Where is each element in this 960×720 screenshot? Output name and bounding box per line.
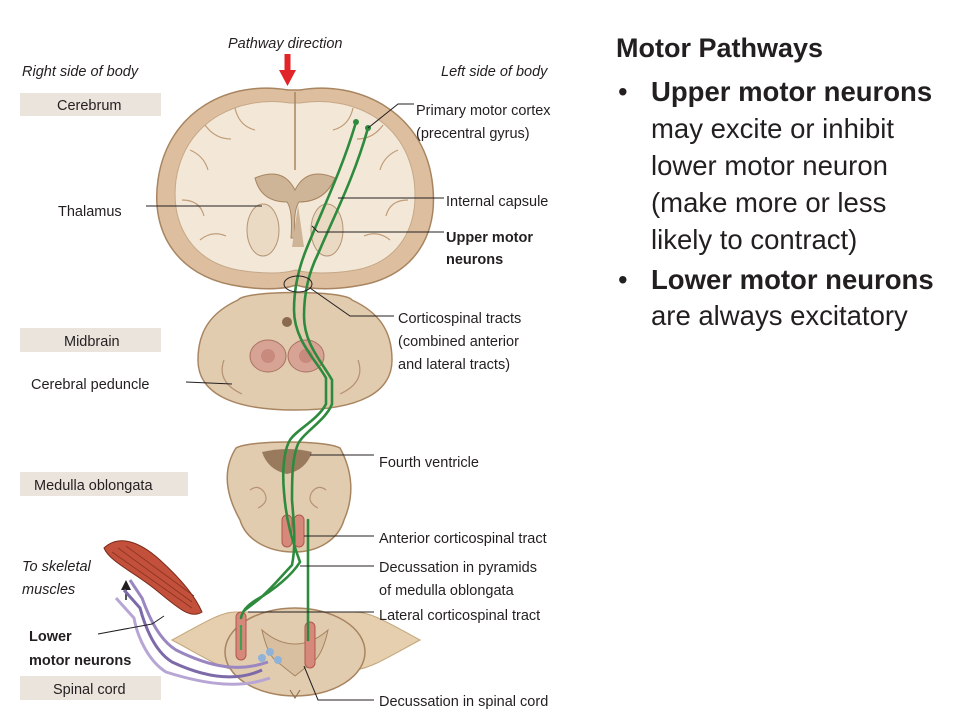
leader-lines [97,103,444,701]
bullet-list: • Upper motor neurons may excite or inhi… [614,74,954,335]
skeletal-muscle [103,540,203,615]
region-box-medulla: Medulla oblongata [20,472,188,496]
corticospinal-tracts-label-3: and lateral tracts) [398,357,510,373]
corticospinal-tracts-label-2: (combined anterior [398,334,519,350]
right-side-label: Right side of body [22,64,139,80]
pathway-direction-arrow [279,54,296,86]
decussation-spinal-cord-label: Decussation in spinal cord [379,694,548,710]
anterior-corticospinal-tract-label: Anterior corticospinal tract [379,531,547,547]
spinal-cord-section [170,607,422,699]
internal-capsule-label: Internal capsule [446,194,548,210]
decussation-pyramids-label-1: Decussation in pyramids [379,560,537,576]
bullet-lower-motor-neurons: • Lower motor neurons are always excitat… [614,262,954,336]
medulla-section [226,441,352,553]
to-skeletal-muscles-label-2: muscles [22,582,75,598]
svg-text:Medulla oblongata: Medulla oblongata [34,478,153,494]
region-box-cerebrum: Cerebrum [20,93,161,116]
bullet-text: may excite or inhibit lower motor neuron… [651,113,895,255]
bullet-text: are always excitatory [651,300,908,332]
lower-motor-neurons-label-2: motor neurons [29,653,131,669]
bullet-dot: • [618,263,628,295]
midbrain-section [197,291,393,411]
pathway-direction-label: Pathway direction [228,36,342,52]
upper-motor-neuron-tracts [239,119,371,650]
left-side-label: Left side of body [441,64,548,80]
corticospinal-tracts-label-1: Corticospinal tracts [398,311,521,327]
bullet-bold-term: Upper motor neurons [651,76,933,108]
thalamus-label: Thalamus [58,204,122,220]
slide-text-panel: Motor Pathways • Upper motor neurons may… [614,32,954,338]
slide-title: Motor Pathways [616,33,824,63]
bullet-bold-term: Lower motor neurons [651,263,934,295]
svg-text:Cerebrum: Cerebrum [57,98,121,114]
lateral-corticospinal-tract-label: Lateral corticospinal tract [379,608,540,624]
fourth-ventricle-label: Fourth ventricle [379,455,479,471]
svg-text:Midbrain: Midbrain [64,334,120,350]
upper-motor-neurons-label-1: Upper motor [446,230,533,246]
decussation-pyramids-label-2: of medulla oblongata [379,583,515,599]
lower-motor-neurons-label-1: Lower [29,629,72,645]
precentral-gyrus-label: (precentral gyrus) [416,126,530,142]
bullet-dot: • [618,76,628,108]
lower-motor-neurons [114,579,271,686]
to-skeletal-muscles-label-1: To skeletal [22,559,92,575]
primary-motor-cortex-label: Primary motor cortex [416,103,551,119]
motor-pathway-diagram: Pathway direction Right side of body Lef… [20,36,551,710]
cerebrum-section [156,87,435,290]
region-box-spinal-cord: Spinal cord [20,676,161,700]
bullet-upper-motor-neurons: • Upper motor neurons may excite or inhi… [614,74,954,258]
upper-motor-neurons-label-2: neurons [446,252,503,268]
region-box-midbrain: Midbrain [20,328,161,352]
cerebral-peduncle-label: Cerebral peduncle [31,377,150,393]
svg-text:Spinal cord: Spinal cord [53,682,126,698]
